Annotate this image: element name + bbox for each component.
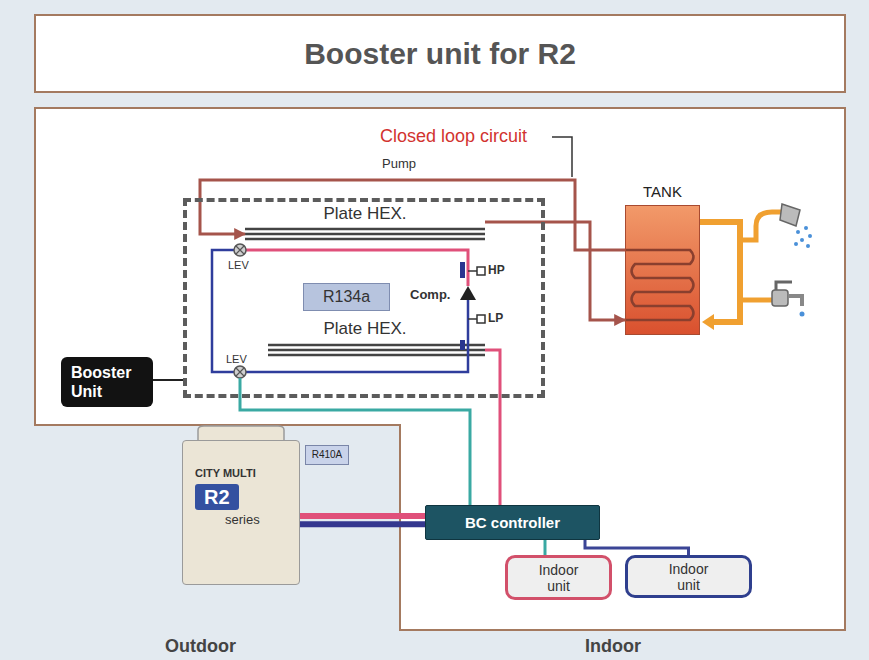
sensor-label: HP xyxy=(488,263,505,278)
bc-controller: BC controller xyxy=(425,505,600,540)
indoor-unit: Indoor unit xyxy=(505,555,612,600)
refrigerant-tag: R134a xyxy=(303,283,390,311)
refrigerant-tag: R410A xyxy=(305,445,349,465)
plate-heat-exchanger: Plate HEX. xyxy=(245,320,485,360)
pipe-connector xyxy=(300,521,425,527)
booster-unit-box: Booster UnitPlate HEX.R134aPlate HEX. xyxy=(183,198,545,398)
pressure-sensor xyxy=(460,262,485,350)
hot-water-tank: TANK xyxy=(625,205,700,335)
title-frame xyxy=(35,15,845,92)
node-label: series xyxy=(225,512,299,528)
tank-coil xyxy=(625,250,694,320)
node-label: Booster Unit xyxy=(61,357,153,407)
outdoor-unit: CITY MULTI R2 series xyxy=(182,440,300,585)
diagram-title: Booster unit for R2 xyxy=(35,15,845,92)
node-label: Indoor unit xyxy=(529,562,589,594)
callout-text: Closed loop circuit xyxy=(380,126,527,147)
node-label: Indoor unit xyxy=(659,561,719,593)
leader-line xyxy=(552,137,572,177)
indoor-region xyxy=(35,108,845,630)
node-label: Plate HEX. xyxy=(245,205,485,223)
sensor-label: LP xyxy=(488,311,503,326)
pipe-connector xyxy=(485,350,500,505)
node-label: R410A xyxy=(306,446,348,464)
refrigerant-pipe xyxy=(246,250,468,286)
valve-label: LEV xyxy=(226,352,247,366)
compressor-symbol xyxy=(460,286,476,300)
valve-label: LEV xyxy=(228,258,249,272)
node-label: Plate HEX. xyxy=(245,320,485,338)
component-label: Comp. xyxy=(410,287,450,303)
pipe-connector xyxy=(200,180,625,250)
tank-body xyxy=(625,205,700,335)
pipe-connector xyxy=(585,540,689,555)
node-label: BC controller xyxy=(426,506,599,539)
node-label: CITY MULTI xyxy=(195,467,299,480)
pipe-connector xyxy=(544,540,547,555)
node-label: TANK xyxy=(626,183,699,201)
heat-exchanger-plates xyxy=(245,229,485,355)
node-label: R2 xyxy=(195,484,239,510)
plate-heat-exchanger: Plate HEX. xyxy=(245,205,485,242)
zone-label: Outdoor xyxy=(165,636,236,657)
pipe-connector xyxy=(485,222,625,320)
edge-label: Pump xyxy=(382,156,416,172)
indoor-unit: Indoor unit xyxy=(625,555,752,598)
node-label: R134a xyxy=(304,284,389,310)
zone-label: Indoor xyxy=(585,636,641,657)
hot-water-outlets xyxy=(700,204,812,330)
refrigerant-pipe xyxy=(300,513,425,519)
leader-line xyxy=(153,379,183,381)
